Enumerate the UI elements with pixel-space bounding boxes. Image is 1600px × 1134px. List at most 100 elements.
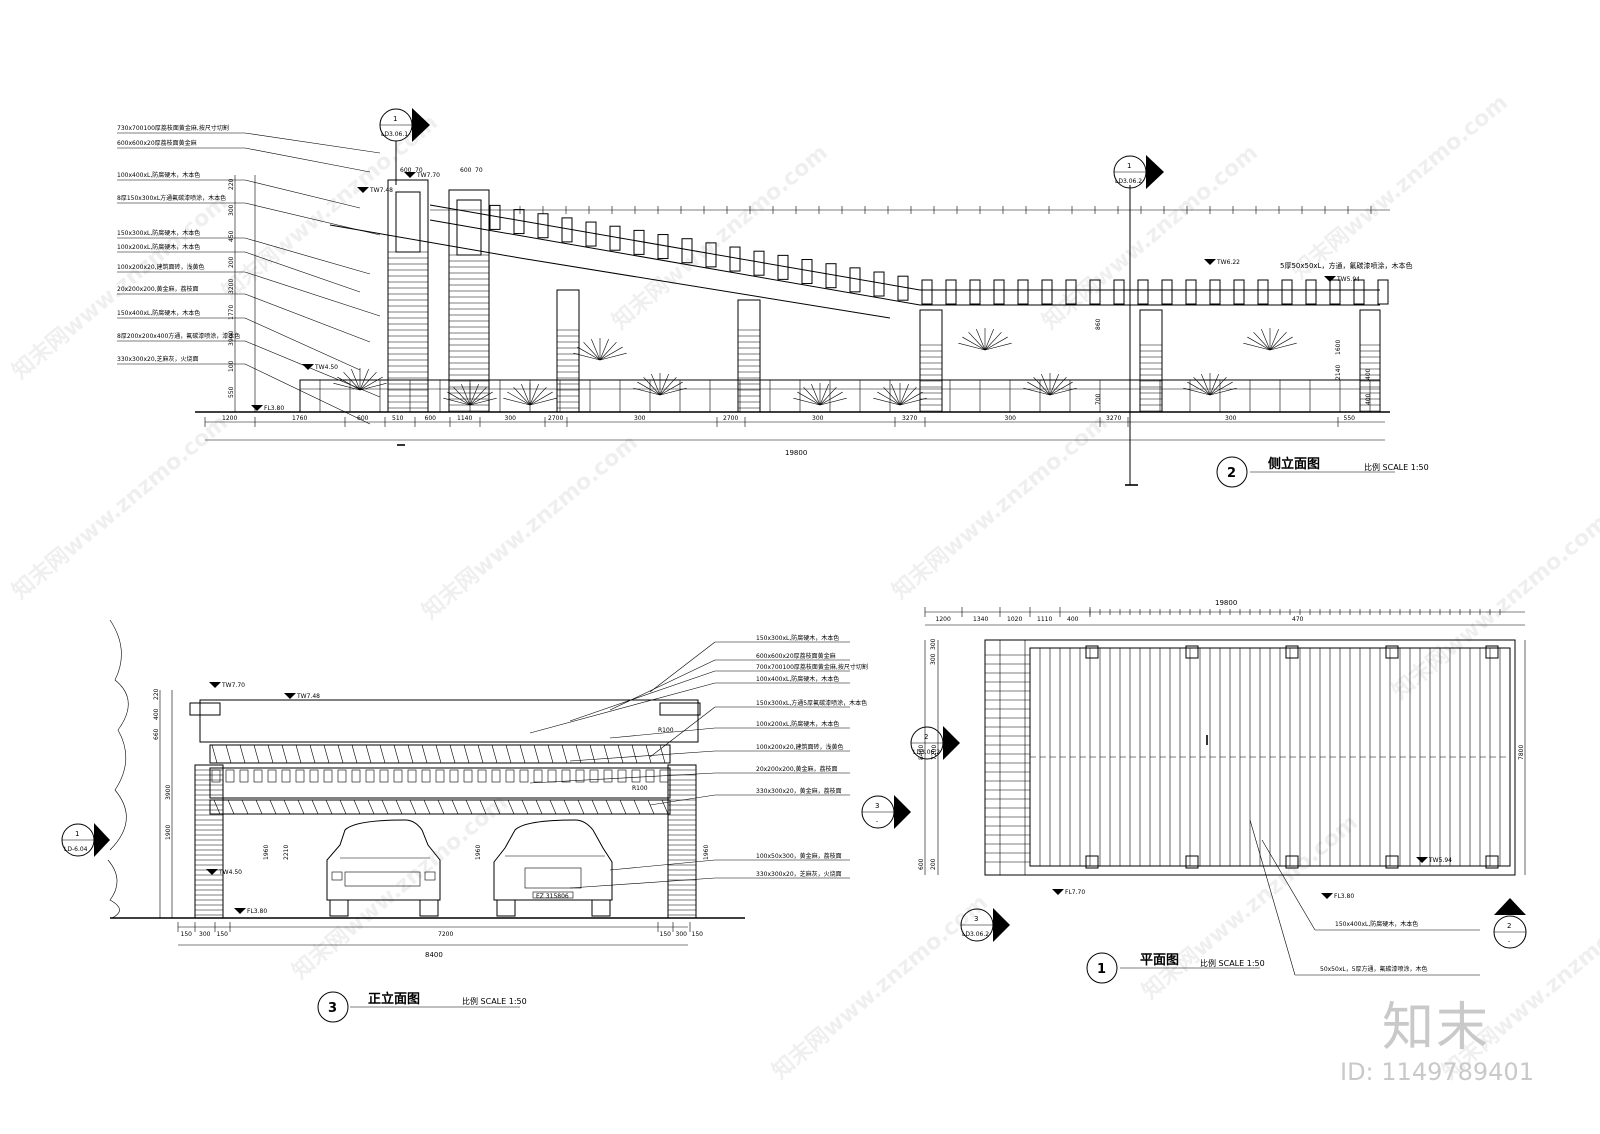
- dim-label: 1960: [703, 845, 710, 860]
- side-elevation-notes: 730x700100厚荔枝面黄金麻,按尺寸切割600x600x20厚荔枝面黄金麻…: [117, 124, 240, 363]
- note-text: 20x200x200,黄金麻，荔枝面: [756, 765, 838, 773]
- watermark-text: 知末网www.znzmo.com: [417, 429, 643, 624]
- section-num: 2: [1507, 922, 1511, 930]
- note-text: 150x400xL,防腐硬木，木本色: [117, 309, 200, 317]
- plan-section-mark-3-side: 3 -: [861, 795, 911, 829]
- note-text: 8厚150x300xL方通氟碳漆喷涂，木本色: [117, 194, 226, 202]
- dim-label: 100: [228, 360, 235, 372]
- note-text: 330x300x20，芝麻灰，火烧面: [756, 870, 842, 878]
- watermark-text: 知末网www.znzmo.com: [1287, 89, 1513, 284]
- front-elevation-notes: 150x300xL,防腐硬木，木本色 600x600x20厚荔枝面黄金麻 700x7…: [756, 634, 868, 878]
- note-text: 50x50xL，5厚方通，氟碳漆喷涂，木色: [1320, 965, 1428, 973]
- dim-label: 1770: [228, 305, 235, 320]
- section-num: 3: [974, 915, 978, 923]
- front-radius-1: R100: [658, 727, 674, 734]
- level-label: TW7.48: [296, 693, 320, 700]
- section-ref: -: [876, 818, 878, 825]
- drawing-scale: 比例 SCALE 1:50: [1200, 958, 1265, 968]
- note-text: 8厚200x200x400方通，氟碳漆喷涂，漆本色: [117, 332, 240, 340]
- side-column-1: [387, 179, 429, 413]
- note-text: 20x200x200,黄金麻，荔枝面: [117, 285, 199, 293]
- level-label: FL3.80: [264, 405, 284, 412]
- note-text: 330x300x20,芝麻灰，火烧面: [117, 355, 199, 363]
- note-text: 100x50x300，黄金麻，荔枝面: [756, 852, 842, 860]
- dim-label: 70: [475, 167, 483, 174]
- dim-label: 510: [392, 415, 404, 422]
- level-label: FL3.80: [1334, 893, 1354, 900]
- drawing-scale: 比例 SCALE 1:50: [462, 996, 527, 1006]
- note-text: 150x300xL,防腐硬木，木本色: [117, 229, 200, 237]
- plan-section-mark-2: 2 LD3.06.2: [910, 726, 960, 760]
- side-right-note: 5厚50x50xL，方通，氟碳漆喷涂，木本色: [1280, 261, 1412, 270]
- watermark-text: 知末网www.znzmo.com: [7, 409, 233, 604]
- dim-label: 7200: [931, 745, 938, 760]
- drawing-title: 正立面图: [368, 991, 420, 1007]
- dim-label: 150: [660, 931, 672, 938]
- plan-titleblock: 1 平面图 比例 SCALE 1:50: [1086, 952, 1265, 984]
- dim-label: 300: [505, 415, 517, 422]
- section-ref: LD3.06.1: [381, 131, 408, 138]
- section-num: 1: [393, 115, 397, 123]
- note-text: 330x300x20，黄金麻，荔枝面: [756, 787, 842, 795]
- dim-label: 1960: [475, 845, 482, 860]
- dim-label: 7800: [1518, 745, 1525, 760]
- dim-label: 3270: [902, 415, 917, 422]
- level-label: FL3.80: [247, 908, 267, 915]
- watermark-text: 知末网www.znzmo.com: [607, 139, 833, 334]
- plan-section-mark-3-bottom: 3 LD3.06.2: [960, 908, 1010, 942]
- dim-label: 300: [812, 415, 824, 422]
- drawing-index: 2: [1227, 466, 1236, 481]
- dim-label: 660: [153, 728, 160, 740]
- dim-label: 150: [692, 931, 704, 938]
- dim-label: 300: [228, 204, 235, 216]
- section-num: 1: [75, 830, 79, 838]
- dim-label: 550: [228, 386, 235, 398]
- dim-label: 1760: [292, 415, 307, 422]
- dim-label: 1960: [263, 845, 270, 860]
- section-mark-ld604: 1 LD-6.04: [61, 823, 110, 857]
- dim-label: 200: [930, 858, 937, 870]
- level-label: FL7.70: [1065, 889, 1085, 896]
- dim-label: 400: [153, 708, 160, 720]
- dim-label: 300: [199, 931, 211, 938]
- dim-label: 1340: [973, 616, 988, 623]
- level-label: TW7.70: [416, 172, 440, 179]
- note-text: 100x200xL,防腐硬木，木本色: [117, 243, 200, 251]
- watermark-text: 知末网www.znzmo.com: [767, 889, 993, 1084]
- dim-label: 8400: [918, 745, 925, 760]
- drawing-index: 1: [1097, 962, 1106, 977]
- note-text: 150x300xL,防腐硬木，木本色: [756, 634, 839, 642]
- dim-label: 2140: [1335, 365, 1342, 380]
- note-text: 600x600x20厚荔枝面黄金麻: [756, 652, 836, 660]
- level-label: TW4.50: [314, 364, 338, 371]
- dim-label: 400: [1365, 393, 1372, 405]
- car-right: EZ 315806: [493, 819, 613, 917]
- dim-label: 1200: [222, 415, 237, 422]
- note-text: 100x400xL,防腐硬木，木本色: [756, 675, 839, 683]
- drawing-scale: 比例 SCALE 1:50: [1364, 462, 1429, 472]
- dim-label: 220: [228, 178, 235, 190]
- section-mark-ld3061: 1 LD3.06.1: [379, 108, 430, 185]
- note-text: 730x700100厚荔枝面黄金麻,按尺寸切割: [117, 124, 229, 132]
- dim-label: 600: [357, 415, 369, 422]
- dim-label: 600: [460, 167, 472, 174]
- note-text: 150x300xL,方通5厚氟碳漆喷涂，木本色: [756, 699, 867, 707]
- section-ref: LD3.06.2: [962, 931, 989, 938]
- level-label: TW5.94: [1428, 857, 1452, 864]
- level-label: TW7.70: [221, 682, 245, 689]
- note-text: 700x700100厚荔枝面黄金麻,按尺寸切割: [756, 663, 868, 671]
- drawing-title: 侧立面图: [1268, 456, 1320, 472]
- dim-label: 1200: [936, 616, 951, 623]
- dim-label: 450: [228, 230, 235, 242]
- car-plate: EZ 315806: [536, 893, 569, 900]
- section-mark-ld3062: 1 LD3.06.2: [1113, 155, 1164, 189]
- level-label: TW5.94: [1336, 276, 1360, 283]
- section-ref: LD3.06.2: [1115, 178, 1142, 185]
- dim-label: 2700: [548, 415, 563, 422]
- plan-section-mark-2-right: 2 -: [1493, 898, 1527, 949]
- dim-label: 3200: [228, 279, 235, 294]
- level-label: TW7.48: [369, 187, 393, 194]
